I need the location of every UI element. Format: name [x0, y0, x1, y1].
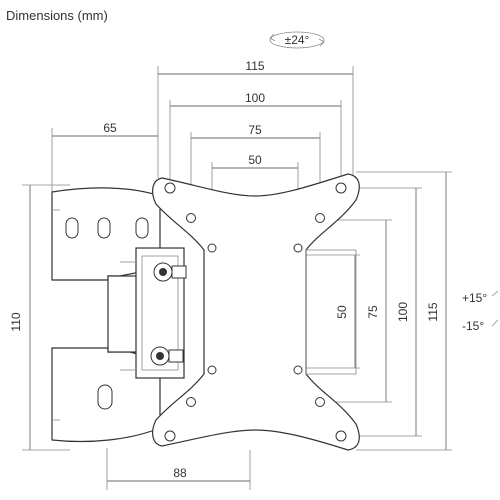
vesa-plate [152, 173, 360, 451]
swivel-label: ±24° [285, 33, 310, 47]
dim-label-right-75: 75 [366, 305, 380, 319]
bottom-width-dimension: 88 [106, 448, 251, 490]
tilt-knob-bottom-center [156, 352, 164, 360]
vesa-plate-outline [152, 173, 360, 451]
tilt-knob-top-center [159, 268, 167, 276]
keyhole-slot-3-icon [135, 217, 149, 239]
dim-label-right-50: 50 [335, 305, 349, 319]
vesa-hole-100-tr-icon [335, 182, 347, 194]
swivel-indicator: ±24° [269, 31, 325, 49]
tilt-up-arrow-icon [491, 290, 499, 297]
swivel-arrow-right-icon [318, 38, 325, 47]
vesa-hole-50-tr-icon [293, 243, 303, 253]
bracket-inner [141, 255, 179, 371]
dim-label-top-115: 115 [245, 59, 264, 73]
vesa-hole-50-tl-icon [207, 243, 217, 253]
dim-label-bottom-88: 88 [173, 466, 187, 480]
vesa-hole-75-tl-icon [186, 213, 196, 223]
vesa-hole-100-bl-icon [164, 430, 176, 442]
tilt-indicator: +15° -15° [462, 290, 499, 333]
dim-label-top-50: 50 [248, 153, 262, 167]
tilt-up-label: +15° [462, 291, 487, 305]
wall-depth-dimension: 65 [51, 121, 158, 200]
left-height-dimension: 110 [9, 184, 70, 451]
tilt-knob-bottom-cap [168, 349, 184, 363]
vesa-hole-75-tr-icon [315, 213, 325, 223]
dim-label-top-75: 75 [248, 123, 262, 137]
tilt-down-arrow-icon [491, 319, 499, 327]
tilt-bracket [120, 247, 187, 379]
tilt-down-label: -15° [462, 319, 484, 333]
vesa-hole-75-bl-icon [186, 397, 196, 407]
keyhole-slot-1-icon [65, 217, 79, 239]
swivel-arrow-left-icon [269, 33, 276, 42]
diagram-title: Dimensions (mm) [6, 8, 108, 23]
vesa-rear-channel [305, 249, 357, 375]
dim-label-right-115: 115 [426, 302, 440, 321]
dim-label-top-100: 100 [245, 91, 265, 105]
vesa-hole-50-bl-icon [207, 365, 217, 375]
keyhole-slot-4-icon [97, 384, 113, 410]
right-dimensions: 50 75 100 115 [302, 171, 452, 451]
dim-label-right-100: 100 [396, 302, 410, 322]
vesa-hole-100-tl-icon [164, 182, 176, 194]
vesa-hole-75-br-icon [315, 397, 325, 407]
vesa-hole-100-br-icon [335, 430, 347, 442]
wall-plate [51, 187, 161, 443]
keyhole-slot-2-icon [97, 217, 111, 239]
vesa-hole-50-br-icon [293, 365, 303, 375]
swivel-arc [269, 31, 325, 49]
dim-label-wall-65: 65 [103, 121, 117, 135]
tilt-knob-top-cap [171, 265, 187, 279]
dim-label-left-110: 110 [9, 312, 23, 331]
